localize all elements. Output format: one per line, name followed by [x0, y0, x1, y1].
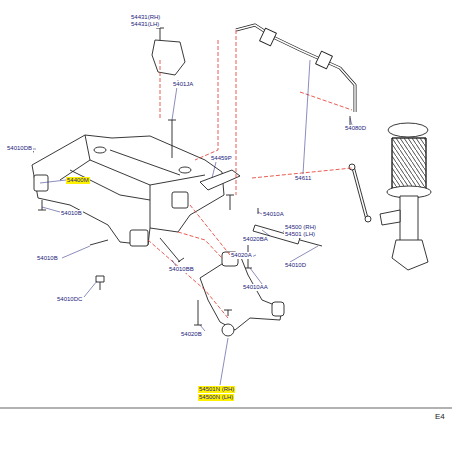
- part-number: 54431(RH): [130, 14, 161, 21]
- stabilizer-bushing: [260, 28, 277, 46]
- bolt: [168, 120, 176, 158]
- ball-joint: [222, 324, 234, 336]
- stabilizer-link: [352, 166, 368, 220]
- highlighted-part-number: 54501N (RH): [198, 386, 235, 393]
- bolt: [90, 240, 108, 245]
- part-number: 54010B: [36, 255, 59, 262]
- part-number: 54010DC: [56, 296, 83, 303]
- border-rule: [0, 408, 452, 409]
- part-number: 54611: [294, 175, 312, 182]
- part-number: 54010AA: [242, 284, 269, 291]
- mount-hole: [179, 167, 191, 173]
- subframe-rib: [60, 135, 205, 228]
- highlighted-part-number: 54500N (LH): [198, 394, 234, 401]
- part-number: 54459P: [210, 155, 233, 162]
- part-number: 54020B: [180, 331, 203, 338]
- part-number: 54010BB: [168, 266, 195, 273]
- part-number: 54020BA: [242, 236, 269, 243]
- strut-flange: [380, 210, 400, 225]
- leader-line: [24, 21, 352, 385]
- part-number: 54431(LH): [130, 21, 160, 28]
- assembly-line: [148, 30, 352, 318]
- bolt: [226, 195, 234, 210]
- part-number: 54010D: [284, 262, 307, 269]
- part-number: 54010A: [262, 211, 285, 218]
- page-code: E4: [434, 412, 446, 421]
- strut-bracket: [392, 240, 428, 270]
- stabilizer-bar: [236, 25, 355, 112]
- link-joint: [349, 164, 355, 170]
- bracket: [152, 40, 185, 75]
- highlighted-part-number: 54400M: [66, 177, 90, 184]
- coil-spring: [392, 138, 426, 190]
- subframe: [32, 135, 224, 245]
- part-number: 5401JA: [172, 81, 194, 88]
- bolt: [300, 240, 322, 246]
- bushing: [172, 192, 188, 208]
- part-number: 54080D: [344, 125, 367, 132]
- spring-outline: [392, 138, 426, 190]
- part-number: 54010DB: [6, 145, 33, 152]
- stabilizer-bushing: [316, 51, 333, 69]
- bolt: [194, 300, 202, 325]
- part-number: 54010B: [60, 210, 83, 217]
- nut: [96, 276, 104, 282]
- bushing: [130, 230, 148, 246]
- arm-bushing: [272, 302, 284, 316]
- shock-absorber: [400, 196, 418, 246]
- mount-hole: [94, 147, 106, 153]
- stabilizer-bar: [236, 25, 355, 112]
- bolt: [38, 200, 46, 210]
- part-number: 54500 (RH): [284, 224, 317, 231]
- bolt: [160, 238, 184, 262]
- link-joint: [365, 216, 371, 222]
- part-number: 54501 (LH): [284, 231, 316, 238]
- bolt: [258, 208, 259, 214]
- strut-mount: [388, 123, 428, 137]
- bracket: [200, 170, 240, 190]
- part-number: 54020A: [230, 252, 253, 259]
- lower-arm: [200, 255, 282, 330]
